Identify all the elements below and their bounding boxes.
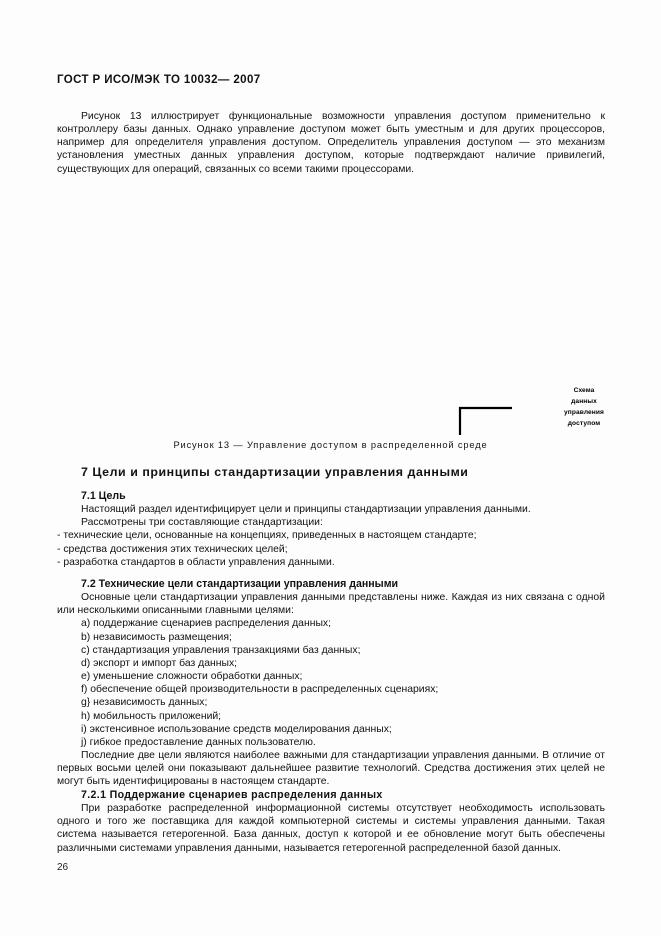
section-71-bullet-2: - средства достижения этих технических ц… (57, 543, 288, 555)
store-access-schema-line-1: Схема (574, 387, 595, 394)
section-72-item-c: c) стандартизация управления транзакциям… (81, 644, 361, 656)
section-72-item-b: b) независимость размещения; (81, 631, 232, 643)
store-access-schema-line-4: доступом (568, 420, 600, 427)
connector-group (458, 406, 512, 435)
heading-section-7: 7 Цели и принципы стандартизации управле… (81, 465, 469, 479)
page-number: 26 (57, 862, 69, 873)
figure-13: Администратор управления доступом Опреде… (0, 185, 661, 435)
store-label-access-schema: Схема данных управления доступом (564, 387, 604, 427)
section-71-paragraph-1: Настоящий раздел идентифицирует цели и п… (81, 504, 531, 516)
section-72-block: 7.2 Технические цели стандартизации упра… (57, 578, 605, 789)
section-71-bullet-3: - разработка стандартов в области управл… (57, 556, 335, 568)
section-72-item-f: f) обеспечение общей производительности … (81, 684, 439, 696)
store-access-schema-line-3: управления (564, 409, 604, 416)
section-7-block: 7 Цели и принципы стандартизации управле… (57, 465, 605, 479)
section-71-bullet-1: - технические цели, основанные на концеп… (57, 530, 477, 542)
store-access-schema-line-2: данных (571, 398, 597, 405)
heading-section-72: 7.2 Технические цели стандартизации упра… (81, 578, 399, 590)
section-72-item-h: h) мобильность приложений; (81, 710, 222, 722)
connector-dbtop-accessschema (458, 406, 512, 435)
section-72-item-j: j) гибкое предоставление данных пользова… (81, 736, 316, 748)
intro-paragraph: Рисунок 13 иллюстрирует функциональные в… (57, 111, 605, 175)
section-72-item-e: e) уменьшение сложности обработки данных… (81, 671, 303, 683)
heading-section-71: 7.1 Цель (81, 490, 126, 502)
section-71-block: 7.1 Цель Настоящий раздел идентифицирует… (57, 490, 605, 569)
section-721-block: 7.2.1 Поддержание сценариев распределени… (57, 789, 605, 855)
section-721-paragraph-1: При разработке распределенной информацио… (57, 803, 605, 854)
section-72-item-i: i) экстенсивное использование средств мо… (81, 723, 392, 735)
intro-paragraph-block: Рисунок 13 иллюстрирует функциональные в… (57, 110, 605, 176)
section-72-paragraph-2: Последние две цели являются наиболее важ… (57, 750, 605, 788)
running-header: ГОСТ Р ИСО/МЭК ТО 10032— 2007 (57, 74, 261, 86)
section-72-paragraph-1: Основные цели стандартизации управления … (57, 592, 605, 617)
section-72-item-d: d) экспорт и импорт баз данных; (81, 657, 238, 669)
figure-caption: Рисунок 13 — Управление доступом в распр… (173, 440, 488, 450)
section-71-paragraph-2: Рассмотрены три составляющие стандартиза… (81, 517, 323, 529)
figure-13-diagram: Администратор управления доступом Опреде… (458, 387, 604, 435)
section-72-item-a: a) поддержание сценариев распределения д… (81, 618, 331, 630)
heading-section-721: 7.2.1 Поддержание сценариев распределени… (81, 789, 383, 801)
section-72-item-g: g} независимость данных; (81, 697, 208, 709)
